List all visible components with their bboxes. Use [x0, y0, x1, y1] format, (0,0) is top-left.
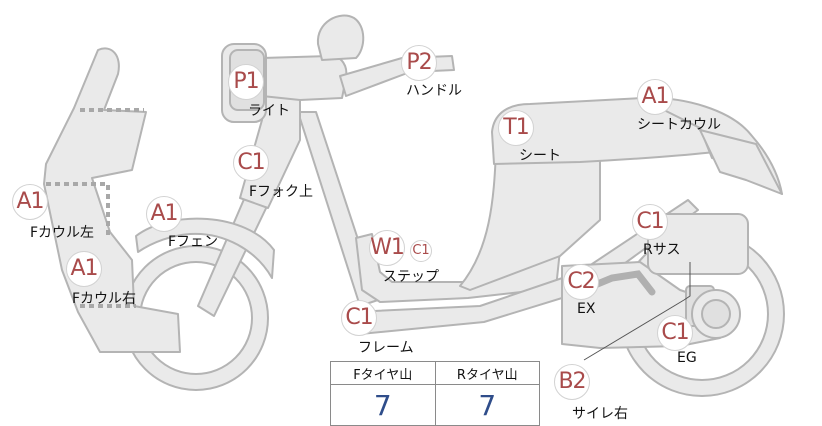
- rear-tire-value: 7: [434, 384, 540, 426]
- body-panel: [459, 149, 601, 291]
- tire-tread-table: Fタイヤ山 Rタイヤ山 7 7: [330, 361, 540, 426]
- step-code: W1: [369, 230, 405, 266]
- seat-label: シート: [519, 148, 561, 164]
- handle-code: P2: [401, 45, 437, 81]
- rear-tire-header: Rタイヤ山: [434, 361, 540, 385]
- f-fender-code: A1: [146, 196, 182, 232]
- light-label: ライト: [248, 103, 290, 119]
- front-tire-value: 7: [330, 384, 436, 426]
- f-fork-upper-code: C1: [233, 145, 269, 181]
- r-suspension-label: Rサス: [643, 242, 681, 258]
- f-fender-label: Fフェン: [168, 234, 219, 250]
- front-fender: [135, 217, 275, 279]
- frame-rail: [351, 199, 699, 335]
- f-fork-upper-label: Fフォク上: [249, 184, 314, 200]
- r-suspension-code: C1: [632, 204, 668, 240]
- rear-fender: [699, 129, 783, 195]
- f-cowl-right-label: Fカウル右: [72, 291, 137, 307]
- engine-code: C1: [657, 315, 693, 351]
- frame-label: フレーム: [358, 340, 414, 356]
- silencer-right-label: サイレ右: [572, 406, 628, 422]
- front-tire-header: Fタイヤ山: [330, 361, 436, 385]
- silencer-right-code: B2: [554, 364, 590, 400]
- handle-body: [261, 55, 348, 101]
- mirror: [316, 14, 365, 61]
- step-label: ステップ: [383, 269, 439, 285]
- exhaust-label: EX: [577, 301, 596, 317]
- light-code: P1: [228, 64, 264, 100]
- seat-cowl-label: シートカウル: [637, 117, 721, 133]
- f-cowl-left-code: A1: [12, 184, 48, 220]
- frame-code: C1: [341, 300, 377, 336]
- silencer-leader: [583, 262, 691, 361]
- rear-shock: [647, 213, 749, 275]
- exhaust-code: C2: [563, 264, 599, 300]
- rear-hub-inner: [701, 299, 731, 329]
- engine-label: EG: [677, 350, 697, 366]
- f-cowl-left-label: Fカウル左: [30, 225, 95, 241]
- seat-code: T1: [498, 110, 534, 146]
- f-cowl-right-code: A1: [66, 251, 102, 287]
- handle-label: ハンドル: [406, 83, 462, 99]
- seat-cowl-code: A1: [637, 79, 673, 115]
- step-secondary-code: C1: [410, 240, 432, 262]
- front-cowl-seam: [46, 182, 110, 238]
